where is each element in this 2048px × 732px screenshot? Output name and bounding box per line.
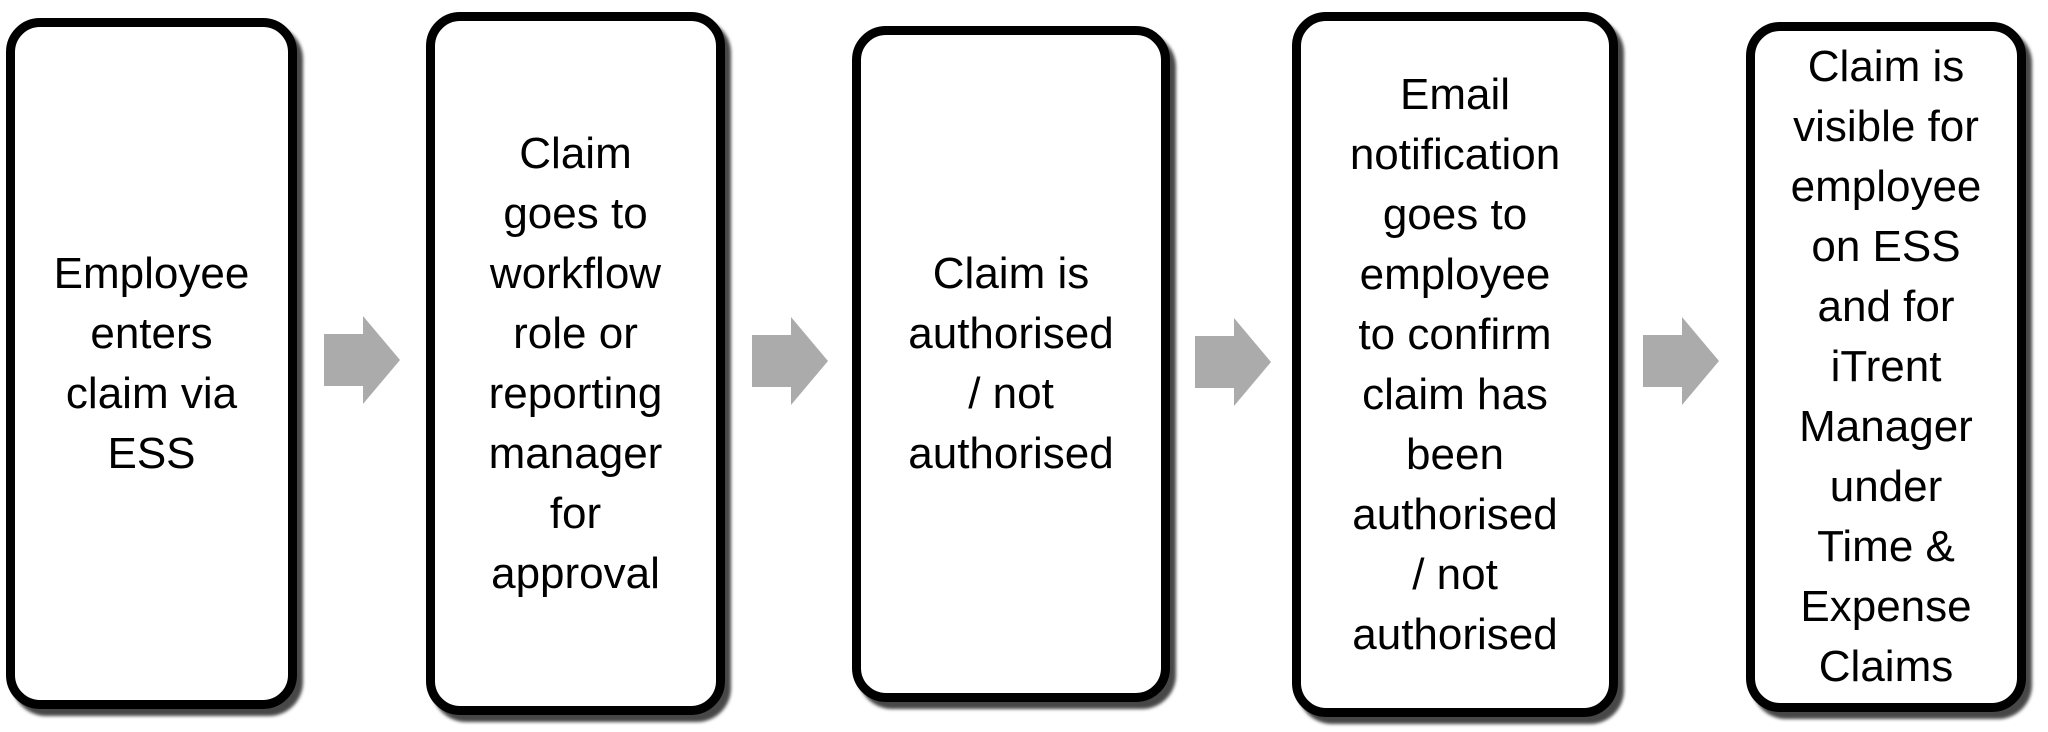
flow-step-1: Employee enters claim via ESS — [6, 18, 297, 709]
flow-step-4: Email notification goes to employee to c… — [1292, 12, 1618, 717]
arrow-right-icon — [324, 316, 400, 404]
flow-step-1-label: Employee enters claim via ESS — [53, 248, 250, 478]
flow-step-5: Claim is visible for employee on ESS and… — [1746, 22, 2026, 712]
flow-step-4-label: Email notification goes to employee to c… — [1349, 69, 1561, 659]
flow-step-2: Claim goes to workflow role or reporting… — [426, 12, 725, 715]
arrow-right-icon — [1643, 317, 1719, 405]
flow-step-5-label: Claim is visible for employee on ESS and… — [1790, 42, 1982, 691]
flow-step-3-label: Claim is authorised / not authorised — [908, 249, 1114, 478]
flow-step-3: Claim is authorised / not authorised — [852, 26, 1170, 702]
flow-step-2-label: Claim goes to workflow role or reporting… — [488, 128, 663, 598]
arrow-right-icon — [1195, 318, 1271, 406]
arrow-right-icon — [752, 317, 828, 405]
